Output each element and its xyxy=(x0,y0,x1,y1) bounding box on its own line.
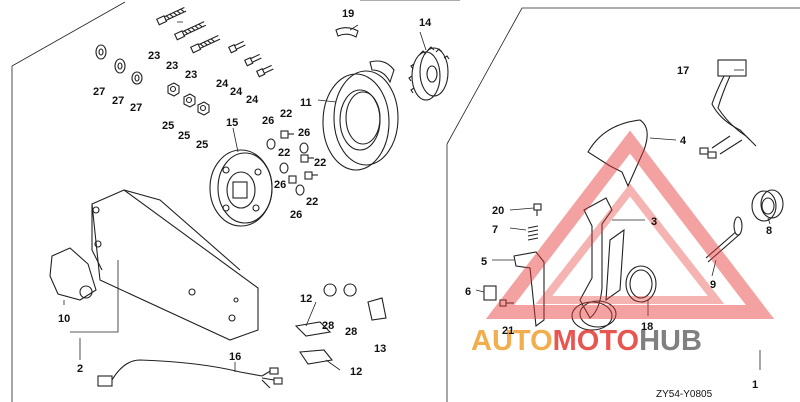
callout-19: 19 xyxy=(342,8,354,20)
part-20-screw xyxy=(533,203,542,216)
callout-26-a: 26 xyxy=(262,115,274,127)
callout-10: 10 xyxy=(58,313,70,325)
part-11-drum xyxy=(322,70,399,171)
part-19-clip xyxy=(335,27,359,38)
callout-28-b: 28 xyxy=(345,326,357,338)
callout-20: 20 xyxy=(492,205,504,217)
callout-labels: 1 2 3 4 5 6 7 8 9 10 11 12 12 13 14 15 1… xyxy=(58,8,772,400)
callout-22-b: 22 xyxy=(278,147,290,159)
bolt-22-washer-26-group xyxy=(266,130,318,196)
part-5-arm xyxy=(513,251,545,328)
callout-4: 4 xyxy=(680,135,687,147)
screw-24-group xyxy=(228,40,274,78)
part-15-hub xyxy=(209,149,273,227)
callout-16: 16 xyxy=(229,351,241,363)
callout-17: 17 xyxy=(677,65,689,77)
watermark-triangle-outer xyxy=(485,130,775,319)
part-10-bracket xyxy=(49,247,97,301)
callout-14: 14 xyxy=(419,17,432,29)
callout-27-a: 27 xyxy=(93,86,105,98)
callout-22-d: 22 xyxy=(306,196,318,208)
callout-9: 9 xyxy=(710,279,716,291)
callout-25-a: 25 xyxy=(162,120,174,132)
callout-2: 2 xyxy=(77,363,83,375)
part-18-gear-assembly xyxy=(571,228,657,331)
callout-25-c: 25 xyxy=(196,139,208,151)
part-4-lever-cover xyxy=(587,119,648,188)
watermark-moto: MOTO xyxy=(553,325,639,357)
watermark-auto: AUTO xyxy=(471,325,553,357)
screw-23-group xyxy=(156,7,221,54)
part-17-connector xyxy=(699,59,757,159)
callout-13: 13 xyxy=(374,343,386,355)
watermark-triangle-inner xyxy=(535,183,725,304)
part-3-lever xyxy=(579,197,613,319)
part-8-grommet xyxy=(751,189,784,222)
callout-3: 3 xyxy=(651,216,657,228)
part-28-clips xyxy=(323,283,357,297)
part-14-gear xyxy=(408,46,450,101)
part-12-plates xyxy=(294,321,334,365)
main-housing xyxy=(91,189,259,341)
nut-25-group xyxy=(167,82,210,116)
callout-8: 8 xyxy=(766,225,772,237)
callout-21: 21 xyxy=(502,325,514,337)
part-13-block xyxy=(367,297,387,321)
diagram-code: ZY54-Y0805 xyxy=(656,389,713,400)
callout-28-a: 28 xyxy=(322,320,334,332)
callout-27-b: 27 xyxy=(112,95,124,107)
callout-12-upper: 12 xyxy=(300,293,312,305)
callout-27-c: 27 xyxy=(130,102,142,114)
callout-24-c: 24 xyxy=(246,94,259,106)
watermark-hub: HUB xyxy=(639,325,702,357)
callout-23-a: 23 xyxy=(148,50,160,62)
watermark: AUTOMOTOHUB xyxy=(471,130,775,357)
part-7-spring xyxy=(527,225,539,241)
callout-18: 18 xyxy=(641,321,653,333)
callout-15: 15 xyxy=(226,117,238,129)
callout-25-b: 25 xyxy=(178,130,190,142)
spring-arc xyxy=(369,60,395,84)
part-9-pin xyxy=(705,216,743,263)
callout-24-a: 24 xyxy=(216,78,229,90)
callout-1: 1 xyxy=(752,379,758,391)
callout-7: 7 xyxy=(492,224,498,236)
part-21-screw xyxy=(499,299,514,307)
callout-23-b: 23 xyxy=(166,60,178,72)
callout-23-c: 23 xyxy=(185,69,197,81)
part-16-harness xyxy=(97,359,283,389)
callout-26-b: 26 xyxy=(298,127,310,139)
left-panel-top-edge xyxy=(11,1,126,67)
callout-5: 5 xyxy=(481,256,487,268)
washer-27-group xyxy=(95,44,143,85)
callout-24-b: 24 xyxy=(230,86,243,98)
callout-22-a: 22 xyxy=(280,108,292,120)
watermark-text: AUTOMOTOHUB xyxy=(471,325,702,357)
callout-22-c: 22 xyxy=(314,157,326,169)
callout-26-d: 26 xyxy=(290,209,302,221)
callout-26-c: 26 xyxy=(274,179,286,191)
leader-lines xyxy=(63,21,771,372)
part-6-pad xyxy=(483,285,497,301)
callout-6: 6 xyxy=(465,286,471,298)
callout-11: 11 xyxy=(300,97,312,109)
right-panel-outline xyxy=(446,7,800,145)
callout-12-lower: 12 xyxy=(350,366,362,378)
